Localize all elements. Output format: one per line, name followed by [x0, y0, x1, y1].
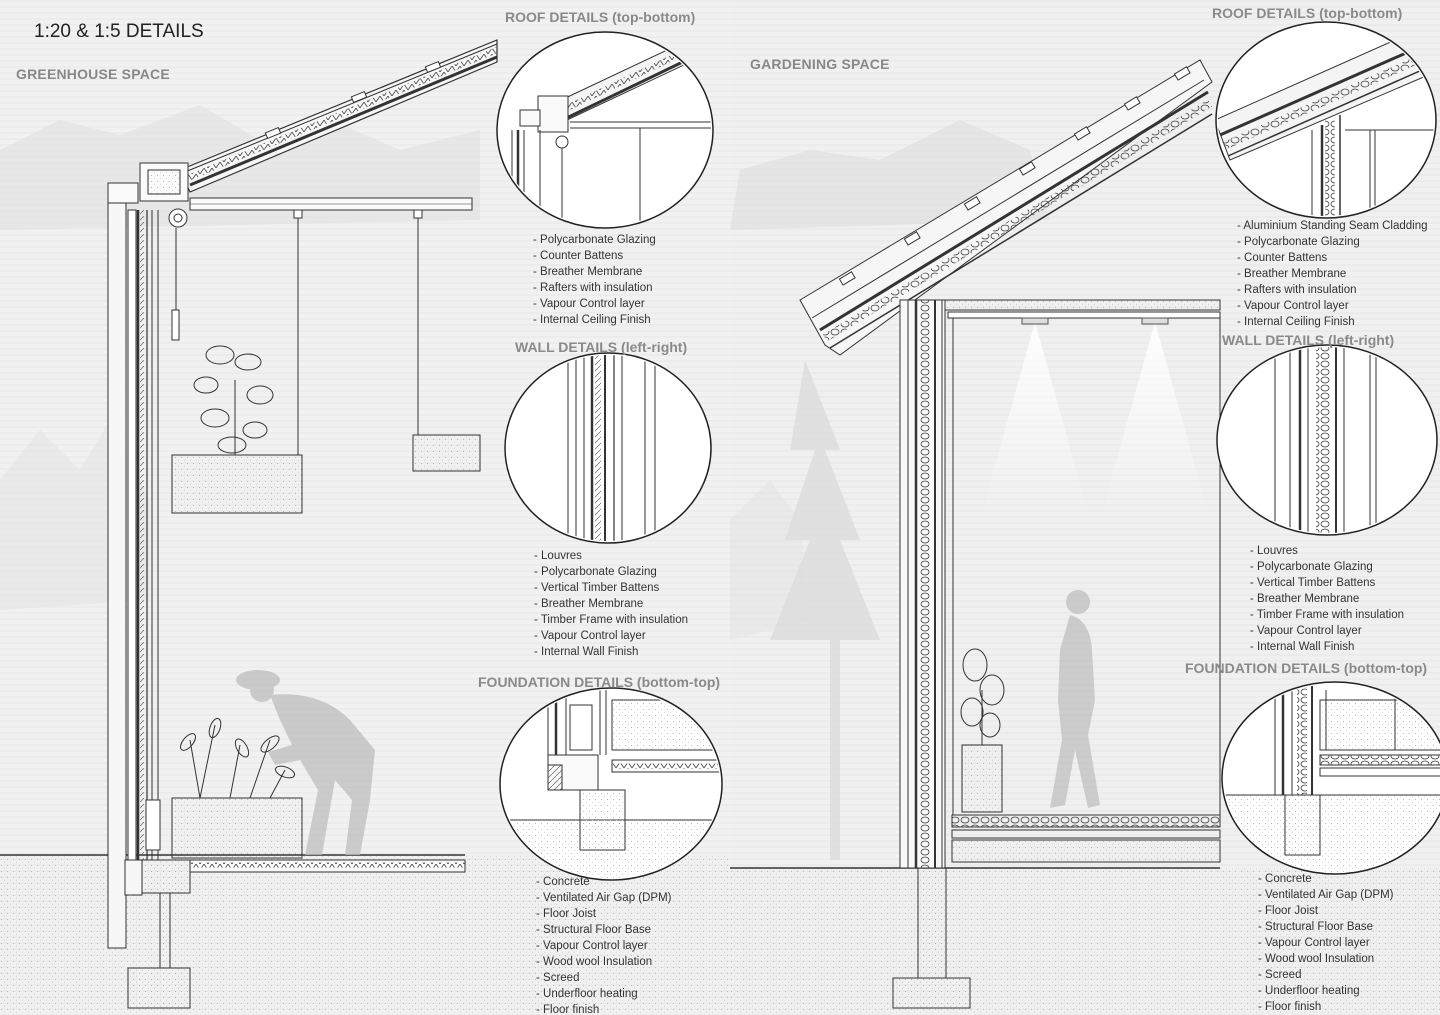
legend-item: - Structural Floor Base	[1258, 921, 1374, 933]
legend-item: - Internal Wall Finish	[534, 646, 639, 658]
legend-item: - Timber Frame with insulation	[534, 614, 689, 626]
legend-item: - Breather Membrane	[1250, 593, 1360, 605]
roof-detail-circle	[496, 31, 714, 229]
right-wall-title: WALL DETAILS (left-right)	[1222, 332, 1395, 348]
legend-item: - Ventilated Air Gap (DPM)	[1258, 889, 1394, 901]
legend-item: - Wood wool Insulation	[1258, 953, 1375, 965]
eave-gutter	[107, 162, 189, 228]
legend-item: - Polycarbonate Glazing	[533, 234, 656, 246]
person-silhouette	[1050, 590, 1100, 808]
roof-detail-content	[1218, 24, 1434, 216]
left-roof-title: ROOF DETAILS (top-bottom)	[505, 9, 696, 25]
left-roof-legend: - Polycarbonate Glazing - Counter Batten…	[533, 232, 656, 328]
legend-item: - Louvres	[1250, 545, 1298, 557]
legend-item: - Structural Floor Base	[536, 924, 652, 936]
roof-clips	[264, 60, 442, 140]
ceiling	[944, 299, 1221, 319]
person-silhouette	[236, 670, 375, 855]
page-title: 1:20 & 1:5 DETAILS	[34, 21, 204, 42]
legend-item: - Vertical Timber Battens	[534, 582, 660, 594]
right-roof-legend: - Aluminium Standing Seam Cladding - Pol…	[1237, 218, 1428, 330]
floor-buildup	[951, 814, 1221, 863]
roof-assembly	[799, 59, 1213, 356]
wall-assembly	[107, 202, 161, 949]
legend-item: - Internal Ceiling Finish	[1237, 316, 1355, 328]
legend-item: - Polycarbonate Glazing	[1237, 236, 1360, 248]
legend-item: - Polycarbonate Glazing	[1250, 561, 1373, 573]
floor-planter	[171, 717, 303, 859]
legend-item: - Internal Wall Finish	[1250, 641, 1355, 653]
legend-item: - Concrete	[1258, 873, 1312, 885]
legend-item: - Vapour Control layer	[1258, 937, 1370, 949]
legend-item: - Vapour Control layer	[1237, 300, 1349, 312]
ceiling-lights	[980, 317, 1210, 520]
left-foundation-title: FOUNDATION DETAILS (bottom-top)	[478, 674, 721, 690]
legend-item: - Floor Joist	[536, 908, 597, 920]
legend-item: - Timber Frame with insulation	[1250, 609, 1405, 621]
wall-detail-content	[567, 355, 656, 541]
ceiling	[189, 197, 473, 211]
wall-assembly	[899, 299, 946, 869]
foundation	[124, 859, 191, 1009]
potted-plant	[960, 648, 1005, 813]
wall-detail-circle	[504, 352, 712, 544]
greenhouse-panel: 1:20 & 1:5 DETAILS GREENHOUSE SPACE ROOF…	[0, 0, 730, 1015]
right-foundation-title: FOUNDATION DETAILS (bottom-top)	[1185, 660, 1428, 676]
ground-fill	[730, 868, 1440, 1015]
standing-seams	[838, 66, 1191, 286]
foundation	[892, 867, 971, 1009]
legend-item: - Floor finish	[1258, 1001, 1322, 1013]
legend-item: - Wood wool Insulation	[536, 956, 653, 968]
left-wall-title: WALL DETAILS (left-right)	[515, 339, 688, 355]
legend-item: - Screed	[1258, 969, 1302, 981]
legend-item: - Screed	[536, 972, 580, 984]
legend-item: - Counter Battens	[1237, 252, 1328, 264]
gardening-panel: GARDENING SPACE ROOF DETAILS (top-bottom…	[730, 0, 1440, 1015]
legend-item: - Breather Membrane	[534, 598, 644, 610]
left-foundation-legend: - Concrete - Ventilated Air Gap (DPM) - …	[536, 874, 672, 1015]
background-landscape	[0, 105, 480, 610]
greenhouse-section-drawing	[0, 31, 730, 1015]
legend-item: - Vapour Control layer	[536, 940, 648, 952]
legend-item: - Internal Ceiling Finish	[533, 314, 651, 326]
floor-buildup	[189, 859, 466, 873]
legend-item: - Rafters with insulation	[533, 282, 653, 294]
interior-frame	[952, 318, 1221, 815]
hanging-plant	[193, 345, 274, 455]
legend-item: - Underfloor heating	[536, 988, 638, 1000]
legend-item: - Floor finish	[536, 1004, 600, 1015]
right-foundation-legend: - Concrete - Ventilated Air Gap (DPM) - …	[1258, 871, 1394, 1015]
legend-item: - Aluminium Standing Seam Cladding	[1237, 220, 1428, 232]
legend-item: - Rafters with insulation	[1237, 284, 1357, 296]
right-wall-legend: - Louvres - Polycarbonate Glazing - Vert…	[1250, 543, 1404, 655]
hanging-planters	[171, 209, 481, 514]
greenhouse-space-label: GREENHOUSE SPACE	[16, 66, 170, 82]
legend-item: - Vapour Control layer	[534, 630, 646, 642]
legend-item: - Counter Battens	[533, 250, 624, 262]
legend-item: - Vertical Timber Battens	[1250, 577, 1376, 589]
gardening-section-drawing	[730, 21, 1440, 1015]
right-roof-title: ROOF DETAILS (top-bottom)	[1212, 5, 1403, 21]
left-wall-legend: - Louvres - Polycarbonate Glazing - Vert…	[534, 548, 688, 660]
legend-item: - Concrete	[536, 876, 590, 888]
legend-item: - Vapour Control layer	[533, 298, 645, 310]
legend-item: - Breather Membrane	[533, 266, 643, 278]
louvre-control	[171, 228, 180, 341]
legend-item: - Underfloor heating	[1258, 985, 1360, 997]
wall-detail-content	[1274, 347, 1377, 533]
gardening-space-label: GARDENING SPACE	[750, 56, 890, 72]
legend-item: - Vapour Control layer	[1250, 625, 1362, 637]
legend-item: - Ventilated Air Gap (DPM)	[536, 892, 672, 904]
background-tree	[770, 360, 880, 860]
legend-item: - Louvres	[534, 550, 582, 562]
legend-item: - Breather Membrane	[1237, 268, 1347, 280]
legend-item: - Polycarbonate Glazing	[534, 566, 657, 578]
legend-item: - Floor Joist	[1258, 905, 1319, 917]
roof-assembly	[179, 39, 499, 193]
